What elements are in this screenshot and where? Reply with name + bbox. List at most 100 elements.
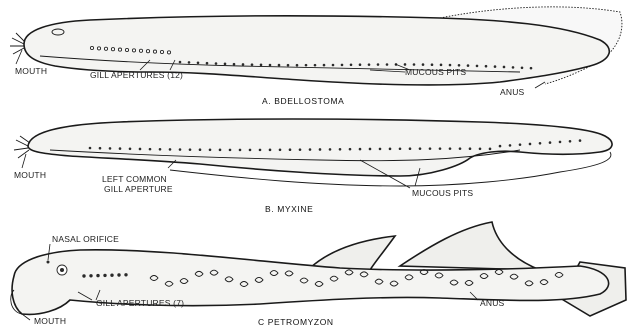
mucous-pit (209, 148, 212, 151)
mucous-pit (179, 61, 182, 64)
mucous-pit (509, 144, 512, 147)
mucous-pit (489, 148, 492, 151)
mucous-pit (529, 143, 532, 146)
mucous-pit (449, 147, 452, 150)
anus-label-a: ANUS (500, 87, 525, 97)
mucous-pit (259, 149, 262, 152)
mucous-pit (569, 140, 572, 143)
mucous-pit (309, 148, 312, 151)
mucous-pit (279, 148, 282, 151)
gill-aperture (90, 46, 93, 49)
mucous-pit (139, 148, 142, 151)
mouth-leader-b (22, 154, 26, 168)
mucous-pit (296, 64, 299, 67)
gill-label-b-line1: LEFT COMMON (102, 174, 167, 184)
mucous-pit (359, 63, 362, 66)
mucous-pit (188, 61, 191, 64)
mucous-pit (422, 63, 425, 66)
gill-aperture (132, 49, 135, 52)
myxine-body (28, 119, 612, 176)
mucous-pit (199, 148, 202, 151)
gill-aperture (82, 274, 85, 277)
mucous-pit (539, 142, 542, 145)
petromyzon-second-dorsal-fin (400, 222, 540, 270)
gill-label-b-line2: GILL APERTURE (104, 184, 173, 194)
mucous-pit (413, 63, 416, 66)
mucous-pit (251, 63, 254, 66)
mucous-pit (179, 148, 182, 151)
mucous-pit (404, 63, 407, 66)
mucous-pit (287, 64, 290, 67)
mucous-pit (149, 148, 152, 151)
mucous-pit (467, 64, 470, 67)
mucous-pit (323, 64, 326, 67)
mucous-pit (305, 64, 308, 67)
mucous-pit (129, 147, 132, 150)
gill-aperture (153, 50, 156, 53)
mucous-pit (503, 66, 506, 69)
gill-aperture (160, 50, 163, 53)
gill-aperture (89, 274, 92, 277)
gill-aperture (97, 47, 100, 50)
myxine-figure: MOUTH LEFT COMMON GILL APERTURE MUCOUS P… (14, 119, 612, 214)
mucous-pit (369, 148, 372, 151)
mucous-pit (339, 148, 342, 151)
gill-aperture (117, 273, 120, 276)
gill-aperture (118, 48, 121, 51)
mucous-pit (479, 147, 482, 150)
mucous-pit (109, 147, 112, 150)
mucous-pit (429, 147, 432, 150)
gill-aperture (104, 47, 107, 50)
mucous-pit (530, 67, 533, 70)
mucous-pit (278, 64, 281, 67)
mucous-pit (229, 149, 232, 152)
mucous-pit (219, 149, 222, 152)
mucous-pit (159, 148, 162, 151)
gill-apertures-label-a: GILL APERTURES (12) (90, 70, 183, 80)
nasal-orifice-label: NASAL ORIFICE (52, 234, 119, 244)
mucous-pit (559, 141, 562, 144)
mucous-pit (260, 64, 263, 67)
gill-aperture (125, 48, 128, 51)
mucous-pit (389, 148, 392, 151)
mucous-pit (99, 147, 102, 150)
mucous-pit (319, 148, 322, 151)
mucous-pit (119, 147, 122, 150)
mucous-pit (476, 65, 479, 68)
mucous-pit (579, 139, 582, 142)
mucous-pit (494, 65, 497, 68)
mucous-pit (377, 63, 380, 66)
mucous-pit (169, 148, 172, 151)
mucous-pit (409, 147, 412, 150)
gill-aperture (167, 51, 170, 54)
mucous-pit (215, 62, 218, 65)
petromyzon-first-dorsal-fin (310, 236, 395, 270)
anus-label-c: ANUS (480, 298, 505, 308)
mucous-pit (386, 63, 389, 66)
mucous-pit (459, 147, 462, 150)
mucous-pit (359, 148, 362, 151)
gill-aperture (96, 274, 99, 277)
caption-b: B. MYXINE (265, 204, 313, 214)
mucous-pits-label-a: MUCOUS PITS (405, 67, 466, 77)
mucous-pit (89, 147, 92, 150)
mucous-pit (379, 148, 382, 151)
mucous-pit (329, 148, 332, 151)
gill-apertures-label-c: GILL APERTURES (7) (96, 298, 184, 308)
mucous-pit (519, 143, 522, 146)
mucous-pit (189, 148, 192, 151)
mouth-label-c: MOUTH (34, 316, 66, 326)
mucous-pit (549, 141, 552, 144)
mucous-pit (368, 63, 371, 66)
petromyzon-figure: NASAL ORIFICE GILL APERTURES (7) ANUS MO… (11, 222, 626, 327)
mucous-pit (242, 63, 245, 66)
mucous-pit (499, 145, 502, 148)
mucous-pit (521, 66, 524, 69)
mucous-pit (349, 148, 352, 151)
gill-aperture (103, 274, 106, 277)
caption-a: A. BDELLOSTOMA (262, 96, 344, 106)
mucous-pit (314, 64, 317, 67)
mucous-pit (206, 62, 209, 65)
